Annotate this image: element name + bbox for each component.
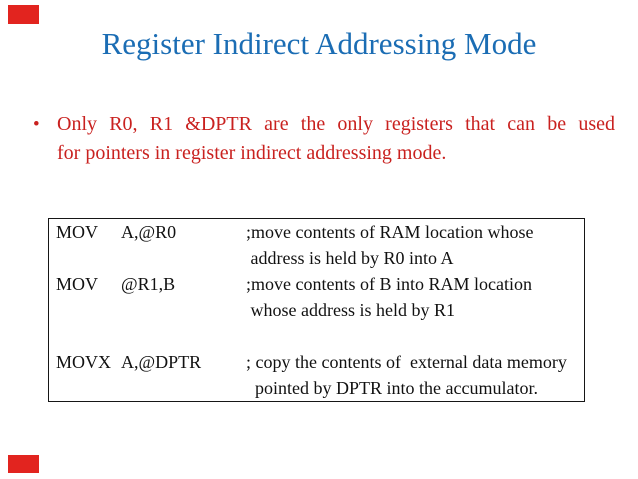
code-row: MOVX A,@DPTR ; copy the contents of exte… [49,349,584,375]
bullet-marker: • [33,114,40,135]
code-comment [246,323,584,349]
code-comment: ; copy the contents of external data mem… [246,352,567,372]
code-opcode [56,323,121,349]
code-row: MOV A,@R0 ;move contents of RAM location… [49,219,584,245]
code-operand: A,@DPTR [121,352,202,372]
code-opcode: MOV [56,274,99,294]
code-row: whose address is held by R1 [49,297,584,323]
code-comment: address is held by R0 into A [246,248,454,268]
accent-bar-bottom-left [8,455,39,473]
code-row [49,323,584,349]
code-opcode: MOV [56,222,99,242]
code-opcode [56,297,121,323]
code-opcode [56,245,121,271]
code-opcode: MOVX [56,352,112,372]
slide-title: Register Indirect Addressing Mode [101,26,537,61]
code-row: pointed by DPTR into the accumulator. [49,375,584,401]
bullet-line-1: Only R0, R1 &DPTR are the only registers… [57,113,615,135]
code-row: MOV @R1,B ;move contents of B into RAM l… [49,271,584,297]
bullet-line-2: for pointers in register indirect addres… [57,142,447,164]
code-operand [121,375,246,401]
accent-bar-top-left [8,5,39,24]
bullet-text: Only R0, R1 &DPTR are the only registers… [57,110,615,168]
code-comment: ;move contents of RAM location whose [246,222,534,242]
code-operand [121,297,246,323]
code-operand: @R1,B [121,274,176,294]
code-row: address is held by R0 into A [49,245,584,271]
bullet-item: • Only R0, R1 &DPTR are the only registe… [33,110,615,168]
code-box: MOV A,@R0 ;move contents of RAM location… [48,218,585,402]
code-operand [121,323,246,349]
code-comment: whose address is held by R1 [246,300,455,320]
code-operand [121,245,246,271]
code-comment: ;move contents of B into RAM location [246,274,532,294]
code-comment: pointed by DPTR into the accumulator. [246,378,538,398]
code-operand: A,@R0 [121,222,177,242]
code-opcode [56,375,121,401]
